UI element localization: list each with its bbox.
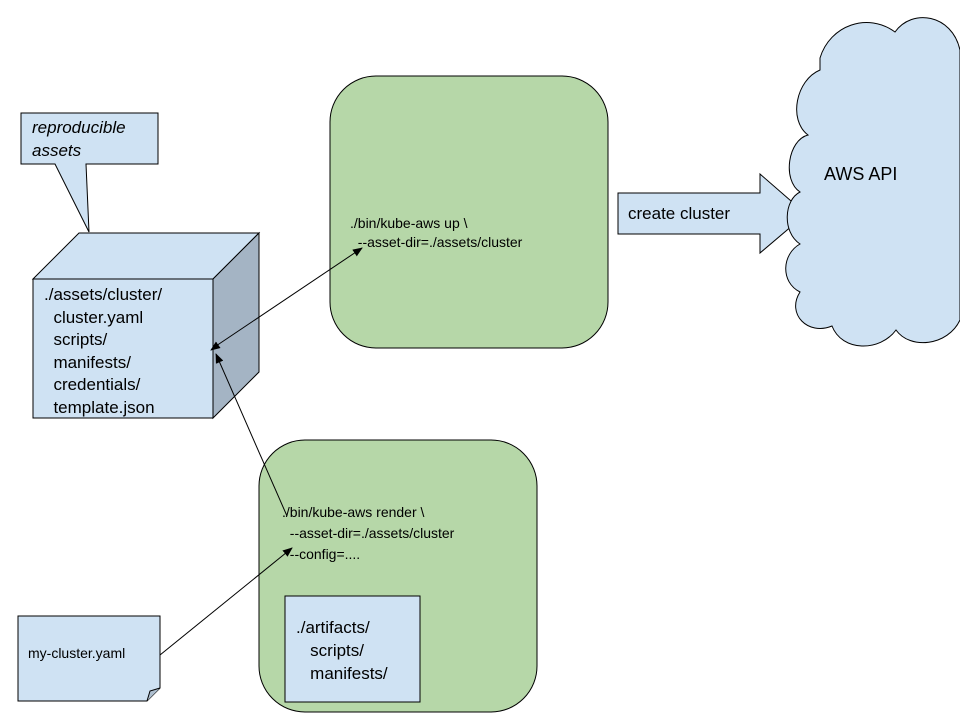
cube-to-up-connector-tail (210, 341, 221, 351)
artifacts-box (284, 595, 421, 703)
kube-aws-up-box (329, 75, 609, 349)
kube-aws-render-command: ./bin/kube-aws render \ --asset-dir=./as… (282, 504, 455, 562)
cube-file-tree: ./assets/cluster/ cluster.yaml scripts/ … (44, 285, 163, 417)
render-to-cube-connector (215, 353, 288, 517)
aws-cloud-shape (785, 17, 960, 347)
yaml-to-render-connector (159, 547, 293, 656)
create-cluster-label: create cluster (628, 204, 731, 223)
yaml-file-fold (146, 687, 161, 702)
cube-front (32, 278, 214, 419)
artifacts-file-tree: ./artifacts/ scripts/ manifests/ (296, 618, 388, 683)
callout-label: reproducible assets (32, 118, 126, 160)
kube-aws-up-command: ./bin/kube-aws up \ --asset-dir=./assets… (350, 215, 523, 250)
assets-cube (31, 231, 261, 420)
callout-shape (20, 112, 159, 233)
create-cluster-arrow (617, 172, 807, 255)
cube-to-up-connector (212, 247, 363, 349)
aws-api-label: AWS API (824, 164, 898, 184)
my-cluster-yaml-label: my-cluster.yaml (28, 645, 126, 661)
